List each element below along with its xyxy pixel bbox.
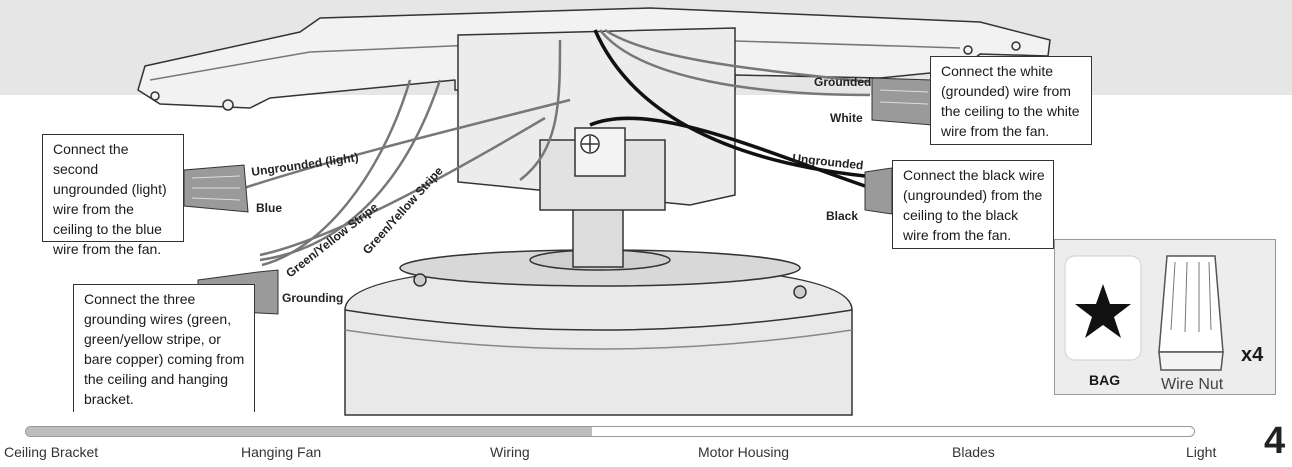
wire-nut-icon [1158,255,1224,371]
callout-black-wire: Connect the black wire (ungrounded) from… [892,160,1054,249]
wire-nut-label: Wire Nut [1161,376,1224,393]
wire-label-white: White [830,111,863,125]
bag-icon [1064,255,1142,361]
progress-bar-fill [26,427,593,436]
step-label-light: Light [1186,444,1217,460]
downrod [572,204,624,268]
page-number: 4 [1264,420,1286,462]
wire-label-blue: Blue [256,201,282,215]
callout-grounding-wires: Connect the three grounding wires (green… [73,284,255,412]
progress-bar [25,426,1195,437]
quantity-label: x4 [1241,344,1264,366]
wire-nut-black [864,167,893,215]
step-label-wiring: Wiring [490,444,530,460]
step-label-blades: Blades [952,444,995,460]
wire-nut-blue [183,164,249,213]
step-label-ceiling-bracket: Ceiling Bracket [4,444,99,460]
wire-label-black: Black [826,209,858,223]
grey-wires [243,28,871,267]
step-label-hanging-fan: Hanging Fan [241,444,322,460]
bag-label: BAG [1089,372,1121,388]
wire-nut-white [871,77,933,126]
callout-light-wire: Connect the second ungrounded (light) wi… [42,134,184,257]
callout-white-wire: Connect the white (grounded) wire from t… [930,56,1092,145]
legend-art [1064,255,1224,371]
junction-box [457,27,736,211]
black-wires [589,29,866,188]
wire-label-grounded: Grounded [814,75,871,89]
wire-label-grounding: Grounding [282,291,343,305]
hardware-legend: BAG Wire Nut x4 [1054,239,1276,395]
step-label-motor-housing: Motor Housing [698,444,790,460]
wire-label-ungrounded-light: Ungrounded (light) [250,150,359,179]
fan-motor-housing [344,249,853,416]
